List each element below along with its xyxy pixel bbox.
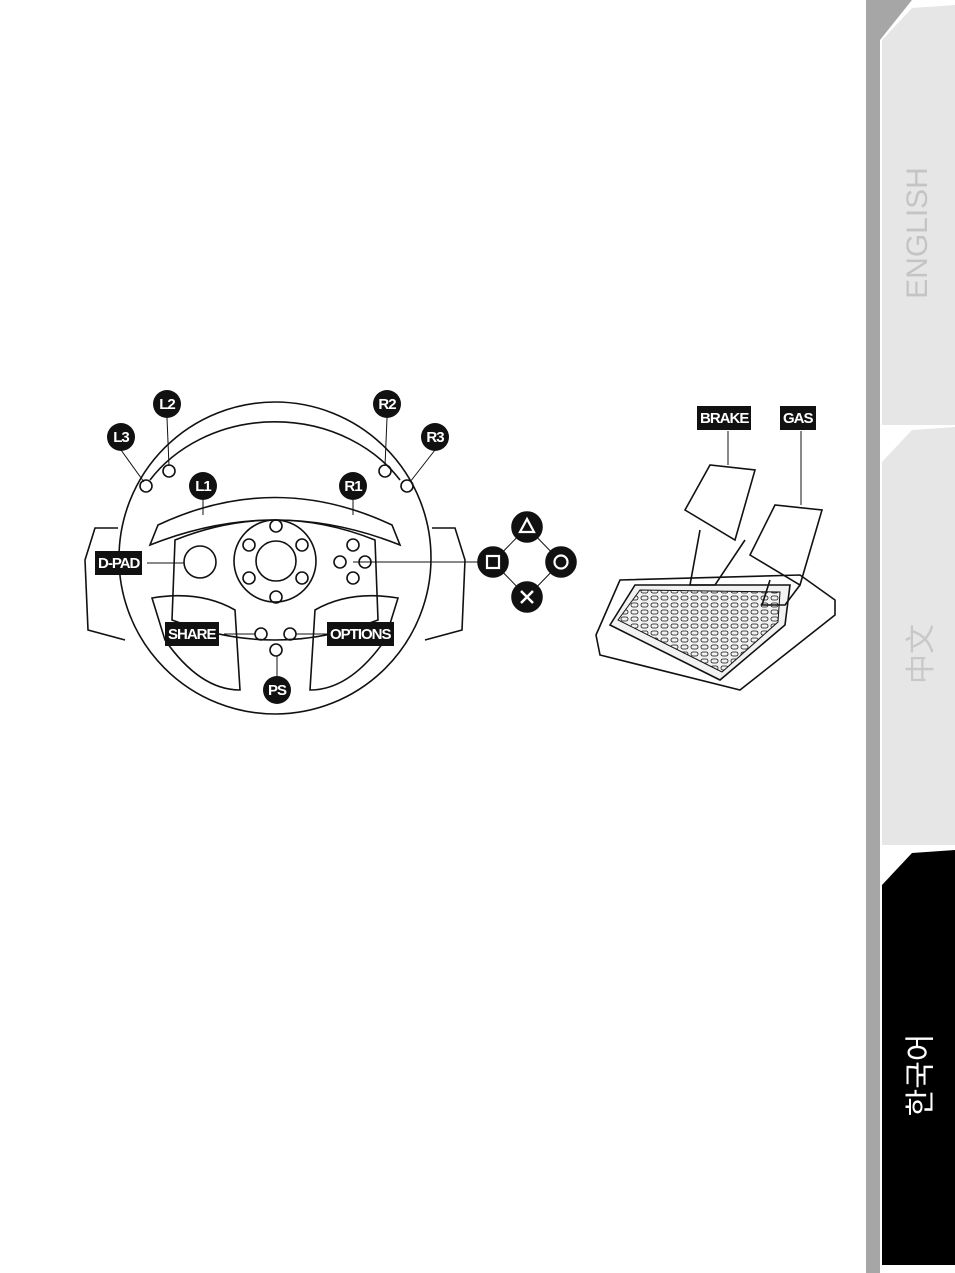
r2-label: R2 — [373, 390, 401, 418]
r1-label: R1 — [339, 472, 367, 500]
options-label: OPTIONS — [327, 622, 394, 646]
tab-korean[interactable]: 한국어 — [880, 885, 955, 1265]
dpad-label: D-PAD — [95, 551, 143, 575]
brake-label: BRAKE — [697, 406, 752, 430]
tab-english-label: ENGLISH — [900, 166, 934, 299]
tab-korean-label: 한국어 — [904, 1033, 938, 1117]
steering-wheel — [84, 401, 466, 715]
tab-shape-english — [882, 5, 955, 425]
tab-chinese[interactable]: 中文 — [880, 462, 955, 845]
face-buttons — [477, 511, 577, 613]
gas-label: GAS — [780, 406, 816, 430]
tab-chinese-label: 中文 — [904, 623, 938, 684]
l1-label: L1 — [189, 472, 217, 500]
circle-button-icon — [545, 546, 577, 578]
r3-label: R3 — [421, 423, 449, 451]
tab-english[interactable]: ENGLISH — [880, 40, 955, 425]
share-label: SHARE — [165, 622, 219, 646]
l3-label: L3 — [107, 423, 135, 451]
square-button-icon — [477, 546, 509, 578]
triangle-button-icon — [511, 511, 543, 543]
ps-label: PS — [263, 676, 291, 704]
l2-label: L2 — [153, 390, 181, 418]
pedal-set — [595, 464, 836, 691]
